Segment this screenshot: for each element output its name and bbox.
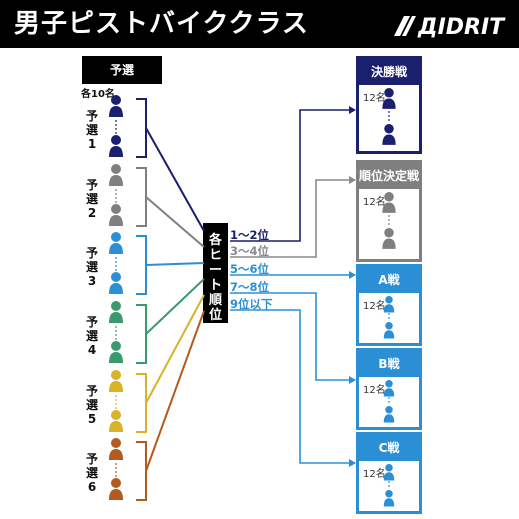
a-race-dots <box>388 313 390 319</box>
heat-1-dots <box>115 120 117 134</box>
heat-label-1: 予選1 <box>85 109 98 151</box>
final-dots <box>388 111 390 121</box>
rank-label-1-2: 1～2位 <box>230 228 270 242</box>
heat-4-dots <box>115 326 117 340</box>
final-person-top-icon <box>382 88 396 109</box>
heat-label-6: 予選6 <box>85 452 98 494</box>
heat-2-dots <box>115 189 117 203</box>
svg-text:ДIDRIT: ДIDRIT <box>417 15 506 40</box>
heat-label-4: 予選4 <box>85 315 98 357</box>
b-race-count: 12名 <box>363 385 386 396</box>
placement-dots <box>388 215 390 225</box>
heat-6-bracket <box>136 441 147 501</box>
b-race-dots <box>388 397 390 403</box>
rank-9-below-arrow <box>230 309 356 467</box>
a-race-title: A戦 <box>359 267 419 293</box>
b-race-person-bottom-icon <box>383 406 395 423</box>
each-count-label: 各10名 <box>81 89 115 100</box>
heat-6-dots <box>115 463 117 477</box>
c-race-box: C戦 12名 <box>356 432 422 514</box>
page-title: 男子ピストバイククラス <box>14 9 309 39</box>
heat-3-connector-line <box>145 262 205 266</box>
heat-label-5: 予選5 <box>85 384 98 426</box>
rank-label-9-below: 9位以下 <box>230 297 273 311</box>
header-bar: 男子ピストバイククラス ДIDRIT <box>0 0 519 48</box>
heat-3-person-top-icon <box>109 232 123 254</box>
rank-3-4-arrow <box>230 176 356 258</box>
sidrit-logo: ДIDRIT <box>394 15 506 40</box>
c-race-count: 12名 <box>363 469 386 480</box>
placement-box: 順位決定戦 12名 <box>356 160 422 262</box>
heat-2-bracket <box>136 167 147 227</box>
heat-1-bracket <box>136 98 147 158</box>
heat-2-person-bottom-icon <box>109 204 123 226</box>
heat-3-bracket <box>136 235 147 295</box>
rank-label-7-8: 7～8位 <box>230 280 270 294</box>
b-race-title: B戦 <box>359 351 419 377</box>
heat-label-3: 予選3 <box>85 246 98 288</box>
final-count: 12名 <box>363 93 386 104</box>
heat-3-dots <box>115 257 117 271</box>
final-title: 決勝戦 <box>359 59 419 85</box>
heat-4-person-bottom-icon <box>109 341 123 363</box>
heat-3-person-bottom-icon <box>109 272 123 294</box>
final-box: 決勝戦 12名 <box>356 56 422 154</box>
placement-person-top-icon <box>382 192 396 213</box>
placement-person-bottom-icon <box>382 228 396 249</box>
final-person-bottom-icon <box>382 124 396 145</box>
heat-6-connector-line <box>145 310 205 472</box>
heat-6-person-bottom-icon <box>109 478 123 500</box>
heat-4-person-top-icon <box>109 301 123 323</box>
heat-1-person-top-icon <box>109 95 123 117</box>
rank-1-2-arrow <box>230 106 356 242</box>
rank-7-8-arrow <box>230 292 356 384</box>
rank-label-5-6: 5～6位 <box>230 262 270 276</box>
heat-5-person-bottom-icon <box>109 410 123 432</box>
a-race-person-top-icon <box>383 296 395 313</box>
heat-1-connector-line <box>145 127 205 232</box>
each-heat-rank-box: 各ヒート順位 <box>203 223 228 323</box>
heat-2-connector-line <box>145 196 205 248</box>
c-race-title: C戦 <box>359 435 419 461</box>
heat-1-person-bottom-icon <box>109 135 123 157</box>
heat-5-bracket <box>136 373 147 433</box>
heat-5-connector-line <box>145 294 205 404</box>
heat-5-dots <box>115 395 117 409</box>
heat-label-2: 予選2 <box>85 178 98 220</box>
b-race-person-top-icon <box>383 380 395 397</box>
a-race-count: 12名 <box>363 301 386 312</box>
heat-2-person-top-icon <box>109 164 123 186</box>
qualifier-header: 予選 <box>82 56 162 84</box>
a-race-person-bottom-icon <box>383 322 395 339</box>
c-race-dots <box>388 481 390 487</box>
b-race-box: B戦 12名 <box>356 348 422 430</box>
c-race-person-bottom-icon <box>383 490 395 507</box>
heat-4-bracket <box>136 304 147 364</box>
rank-label-3-4: 3～4位 <box>230 244 270 258</box>
heat-5-person-top-icon <box>109 370 123 392</box>
heat-4-connector-line <box>145 278 205 335</box>
placement-title: 順位決定戦 <box>359 163 419 189</box>
placement-count: 12名 <box>363 197 386 208</box>
a-race-box: A戦 12名 <box>356 264 422 346</box>
heat-6-person-top-icon <box>109 438 123 460</box>
c-race-person-top-icon <box>383 464 395 481</box>
